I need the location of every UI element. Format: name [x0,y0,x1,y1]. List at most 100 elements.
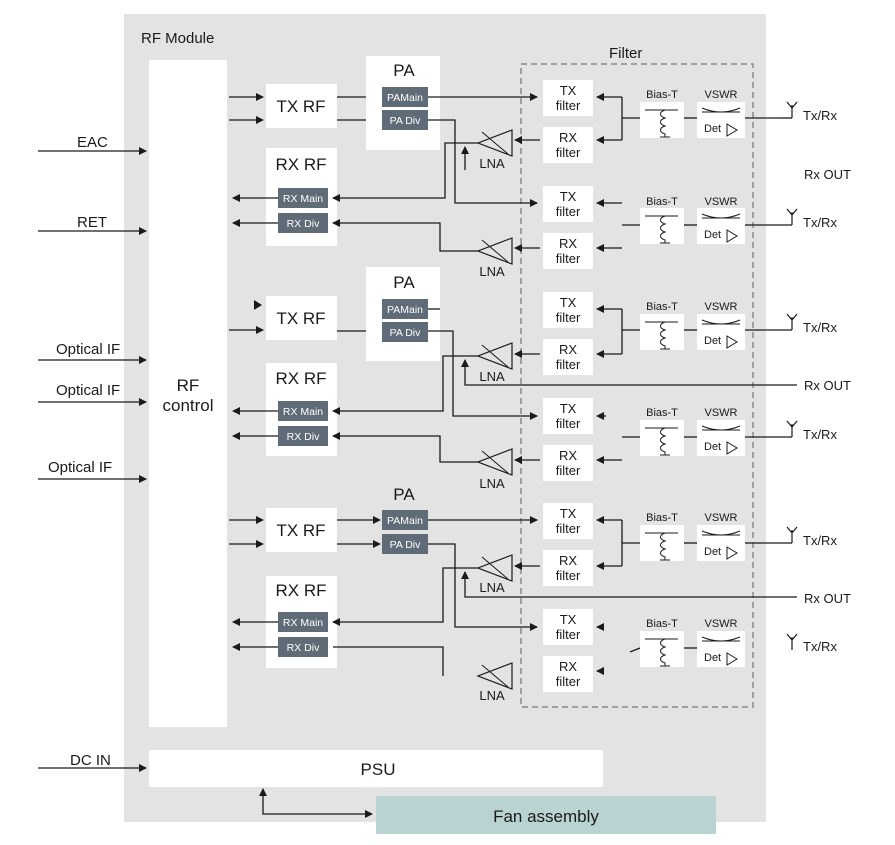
filter-row-1: TX filter RX filter Bias-T VSWR Det Tx/R… [543,80,837,163]
antenna-icon [786,208,798,225]
svg-text:VSWR: VSWR [705,89,738,101]
svg-text:RX: RX [559,130,577,145]
svg-text:LNA: LNA [479,264,505,279]
svg-text:VSWR: VSWR [705,196,738,208]
svg-text:RX RF: RX RF [276,155,327,174]
svg-text:Tx/Rx: Tx/Rx [803,108,837,123]
svg-text:RX Main: RX Main [283,406,323,418]
svg-text:filter: filter [556,521,581,536]
svg-text:RX: RX [559,448,577,463]
antenna-icon [786,313,798,330]
rf-control-label-2: control [162,396,213,415]
svg-text:Det: Det [704,229,721,241]
svg-text:Bias-T: Bias-T [646,196,678,208]
svg-text:LNA: LNA [479,476,505,491]
chain-group-1: TX RF PA PAMain PA Div RX RF RX Main RX … [229,56,540,279]
svg-text:PA: PA [393,61,415,80]
svg-text:TX RF: TX RF [276,309,325,328]
svg-text:Optical IF: Optical IF [48,459,112,476]
svg-text:LNA: LNA [479,156,505,171]
svg-text:PA: PA [393,273,415,292]
svg-text:TX: TX [560,83,577,98]
svg-text:Optical IF: Optical IF [56,382,120,399]
svg-text:Tx/Rx: Tx/Rx [803,427,837,442]
svg-text:Det: Det [704,335,721,347]
rx-out-label-3: Rx OUT [804,591,851,606]
svg-text:Bias-T: Bias-T [646,89,678,101]
input-dc-in: DC IN [38,752,147,772]
svg-text:filter: filter [556,251,581,266]
svg-text:RX Main: RX Main [283,193,323,205]
svg-text:RX RF: RX RF [276,581,327,600]
fan-assembly-block [376,796,716,834]
psu-block [149,750,603,787]
filter-row-3: TX filter RX filter Bias-T VSWR Det Tx/R… [543,292,837,375]
svg-text:PAMain: PAMain [387,515,423,527]
svg-text:RX: RX [559,553,577,568]
svg-text:Tx/Rx: Tx/Rx [803,639,837,654]
svg-text:DC IN: DC IN [70,752,111,769]
svg-text:Tx/Rx: Tx/Rx [803,215,837,230]
filter-row-5: TX filter RX filter Bias-T VSWR Det Tx/R… [543,503,837,586]
svg-text:Bias-T: Bias-T [646,301,678,313]
svg-text:LNA: LNA [479,369,505,384]
svg-text:filter: filter [556,627,581,642]
svg-text:filter: filter [556,357,581,372]
svg-text:RET: RET [77,214,107,231]
svg-text:Tx/Rx: Tx/Rx [803,533,837,548]
rf-control-label-1: RF [177,376,200,395]
svg-text:filter: filter [556,204,581,219]
svg-text:filter: filter [556,145,581,160]
svg-text:filter: filter [556,463,581,478]
svg-text:filter: filter [556,568,581,583]
svg-text:Det: Det [704,652,721,664]
svg-text:PA Div: PA Div [390,115,421,127]
svg-text:Det: Det [704,546,721,558]
svg-text:Bias-T: Bias-T [646,618,678,630]
svg-text:TX RF: TX RF [276,521,325,540]
svg-text:filter: filter [556,98,581,113]
svg-text:RX: RX [559,236,577,251]
filter-row-6: TX filter RX filter Bias-T VSWR Det Tx/R… [543,609,837,692]
input-optical-if-1: Optical IF [38,341,147,364]
svg-text:RX Div: RX Div [287,642,320,654]
input-optical-if-2: Optical IF [38,382,147,406]
svg-text:EAC: EAC [77,134,108,151]
svg-text:VSWR: VSWR [705,301,738,313]
svg-text:TX RF: TX RF [276,97,325,116]
svg-text:RX: RX [559,659,577,674]
svg-text:PA: PA [393,485,415,504]
psu-fan-link [262,797,373,818]
fan-assembly-label: Fan assembly [493,807,599,826]
svg-text:VSWR: VSWR [705,618,738,630]
svg-text:PA Div: PA Div [390,327,421,339]
svg-text:RX: RX [559,342,577,357]
svg-text:RX Div: RX Div [287,218,320,230]
svg-text:TX: TX [560,401,577,416]
svg-text:VSWR: VSWR [705,512,738,524]
antenna-icon [786,420,798,437]
svg-text:Tx/Rx: Tx/Rx [803,320,837,335]
filter-row-4: TX filter RX filter Bias-T VSWR Det Tx/R… [543,398,837,481]
svg-text:Bias-T: Bias-T [646,512,678,524]
svg-text:RX RF: RX RF [276,369,327,388]
input-ret: RET [38,214,147,235]
svg-text:TX: TX [560,506,577,521]
input-eac: EAC [38,134,147,155]
svg-text:RX Main: RX Main [283,617,323,629]
psu-label: PSU [361,760,396,779]
input-optical-if-3: Optical IF [38,459,147,483]
svg-text:TX: TX [560,295,577,310]
svg-text:Det: Det [704,441,721,453]
svg-text:PA Div: PA Div [390,539,421,551]
filter-title: Filter [609,45,642,62]
svg-text:PAMain: PAMain [387,304,423,316]
rx-out-label-1: Rx OUT [804,167,851,182]
antenna-icon [786,526,798,543]
svg-text:Optical IF: Optical IF [56,341,120,358]
filter-row-2: TX filter RX filter Bias-T VSWR Det Tx/R… [543,186,837,269]
svg-text:Bias-T: Bias-T [646,407,678,419]
svg-text:Det: Det [704,123,721,135]
rx-out-label-2: Rx OUT [804,378,851,393]
